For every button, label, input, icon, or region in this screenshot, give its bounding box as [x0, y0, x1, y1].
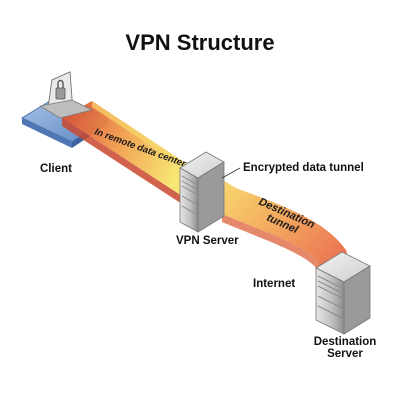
- diagram-title: VPN Structure: [125, 30, 275, 55]
- client-label: Client: [40, 163, 72, 175]
- destination-server-label-line1: Destination: [313, 336, 377, 348]
- destination-server-icon: [315, 251, 371, 335]
- encrypted-tunnel-leader: [221, 167, 241, 179]
- vpn-server-icon: [179, 151, 225, 233]
- internet-label: Internet: [253, 278, 296, 290]
- tunnel-segment-2: [206, 170, 352, 284]
- destination-server-label-line2: Server: [327, 348, 363, 360]
- encrypted-tunnel-label: Encrypted data tunnel: [243, 162, 364, 174]
- destination-server-label: Destination Server: [305, 336, 385, 360]
- laptop-with-lock-icon: [38, 71, 94, 119]
- vpn-server-label: VPN Server: [176, 235, 239, 247]
- tunnel-segment-1: [62, 101, 196, 204]
